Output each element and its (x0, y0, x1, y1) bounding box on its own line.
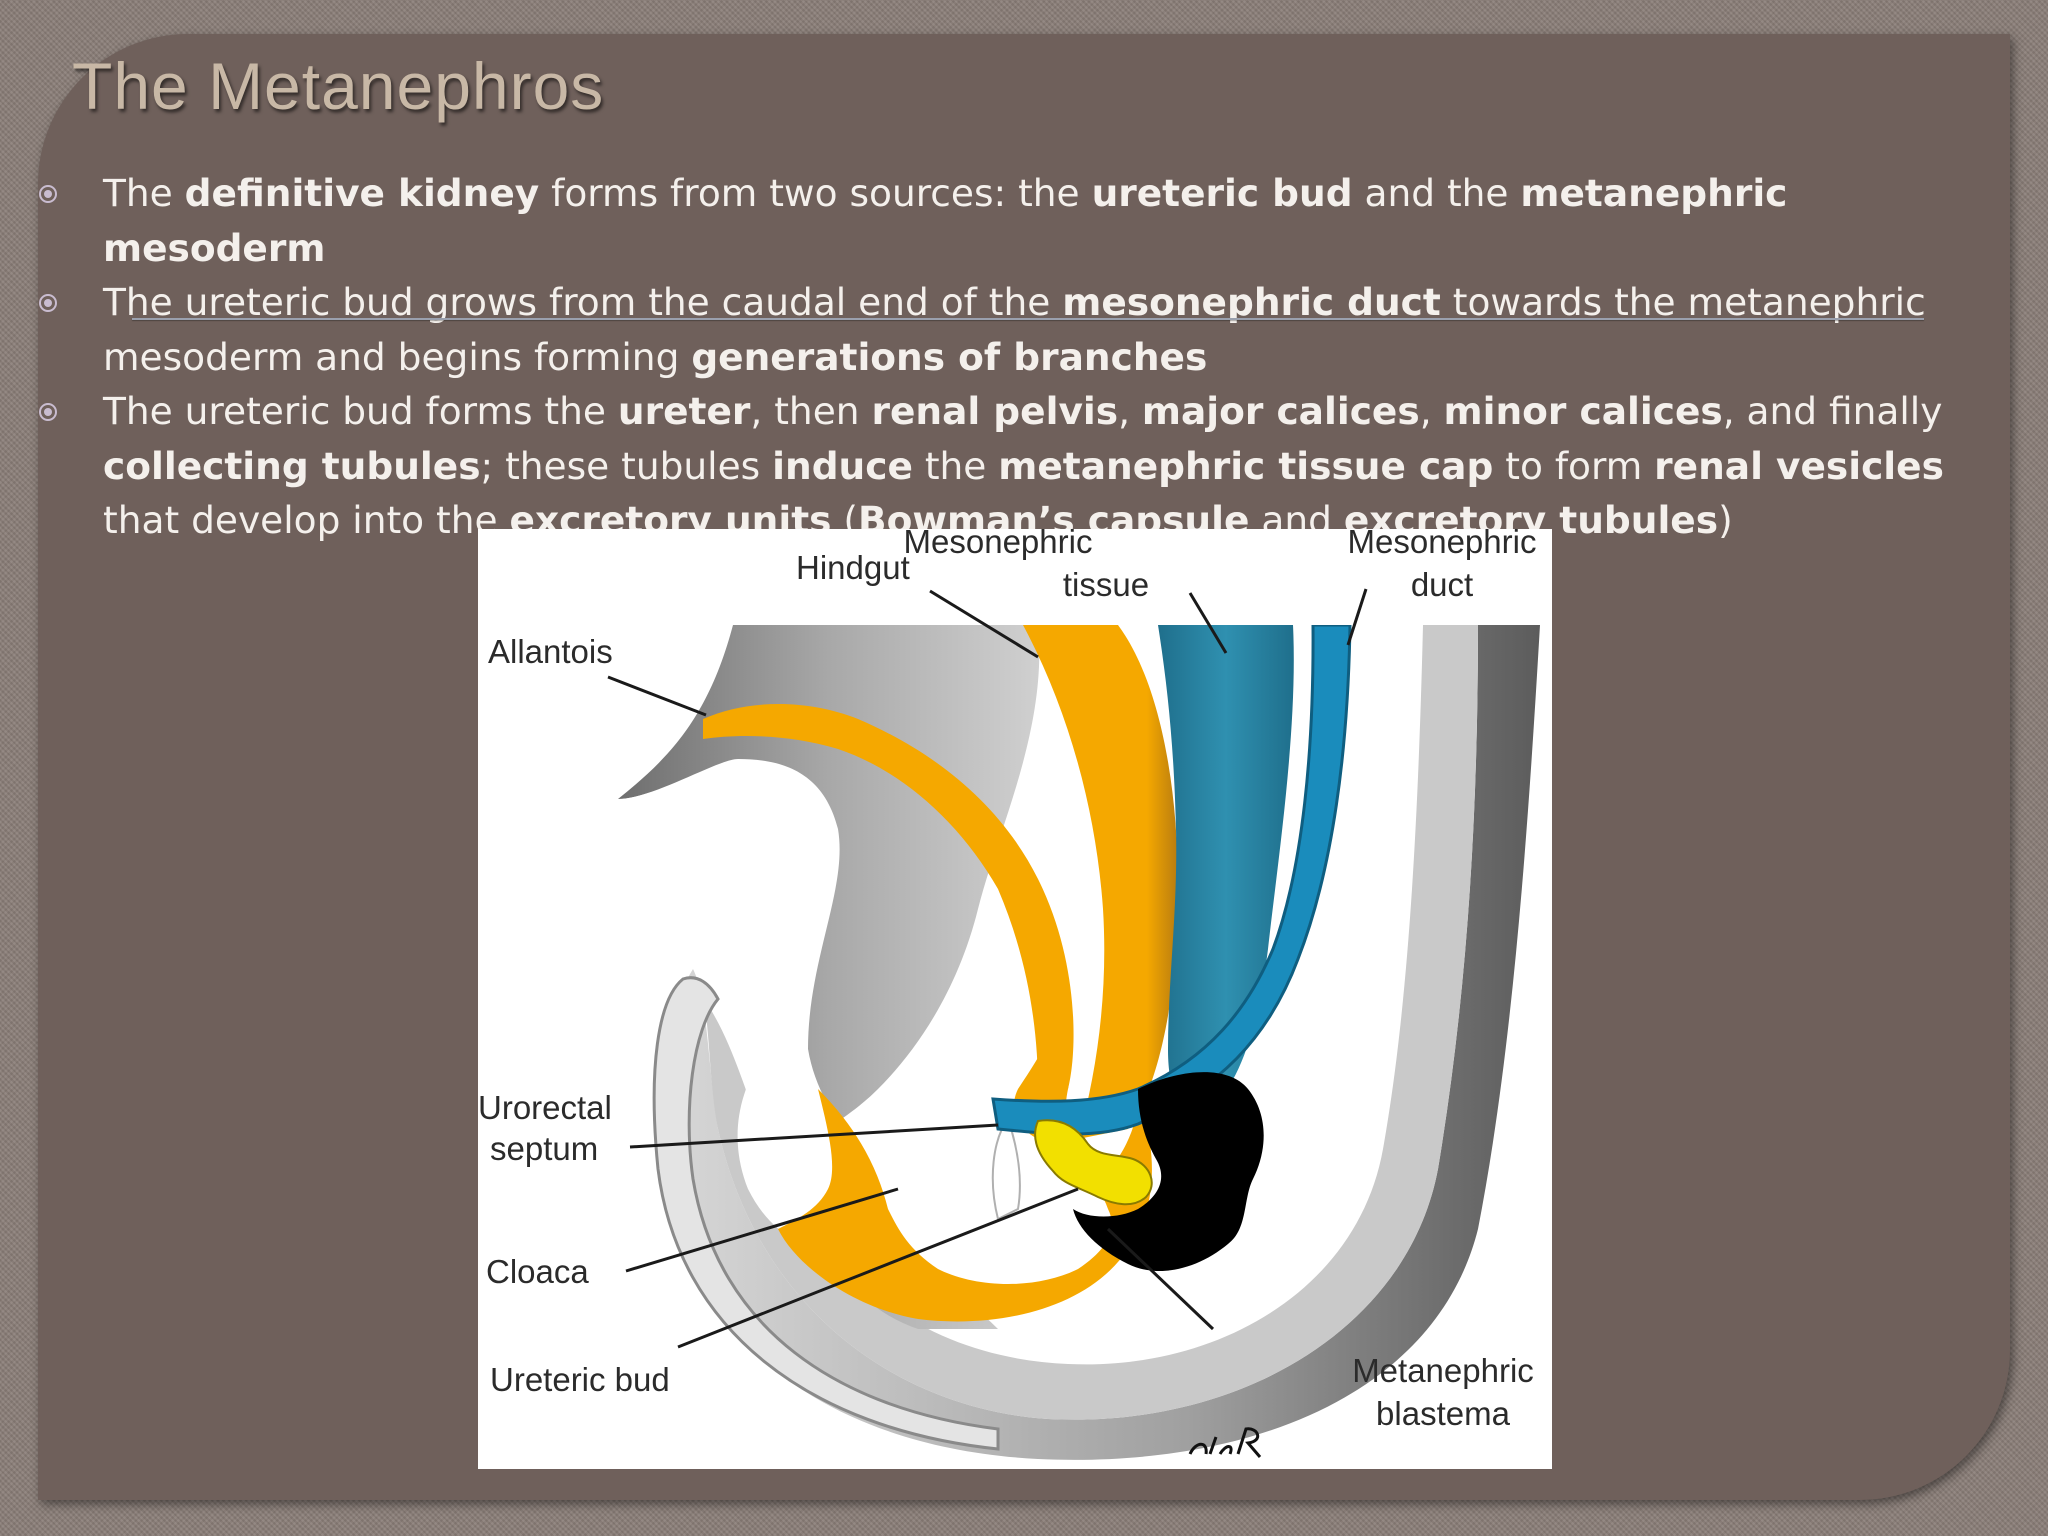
bullet-text: to form (1493, 443, 1655, 488)
bullet-bold-text: minor calices (1443, 389, 1723, 433)
bullet-bold-text: renal pelvis (871, 389, 1119, 433)
label-metanephric-blastema-line2: blastema (1376, 1395, 1511, 1432)
coelom-space (618, 767, 871, 1249)
label-urorectal-septum-line2: septum (490, 1130, 598, 1167)
underline-rule (132, 318, 1924, 320)
mesonephric-duct-shape (991, 623, 1352, 1136)
label-mesonephric-duct-line1: Mesonephric (1348, 529, 1537, 560)
bullet-text: towards the metanephric mesoderm and beg… (103, 280, 1926, 379)
label-metanephric-blastema-line1: Metanephric (1352, 1352, 1534, 1389)
bullet-circle-icon (39, 403, 57, 421)
label-mesonephric-tissue-line1: Mesonephric (904, 529, 1093, 560)
ureteric-bud-shape (1034, 1119, 1153, 1206)
bullet-bold-text: definitive kidney (184, 171, 540, 215)
bullet-text: , then (750, 389, 872, 433)
cloaca-shape (778, 889, 1152, 1322)
bullet-list: The definitive kidney forms from two sou… (0, 166, 2000, 548)
label-hindgut: Hindgut (796, 549, 910, 586)
bullet-text: The ureteric bud forms the (103, 389, 618, 433)
bullet-text: The ureteric bud grows from the caudal e… (103, 280, 1063, 324)
bullet-text: ) (1718, 498, 1733, 542)
bullet-circle-icon (39, 185, 57, 203)
bullet-circle-icon (39, 294, 57, 312)
bullet-bold-text: major calices (1141, 389, 1420, 433)
bullet-bold-text: induce (772, 443, 913, 488)
bullet-bold-text: generations of branches (691, 334, 1208, 379)
bullet-bold-text: ureter (617, 389, 751, 433)
leader-lines (607, 588, 1368, 1349)
diagram-svg: Hindgut Mesonephric tissue Mesonephric d… (478, 529, 1552, 1460)
label-allantois: Allantois (488, 633, 613, 670)
allantois-shape (703, 704, 1074, 1089)
slide-title: The Metanephros (72, 49, 605, 123)
bullet-bold-text: renal vesicles (1654, 443, 1944, 488)
label-cloaca: Cloaca (486, 1253, 589, 1290)
bullet-text: forms from two sources: the (539, 171, 1092, 215)
label-mesonephric-duct-line2: duct (1411, 566, 1473, 603)
urorectal-septum-shape (991, 1116, 1021, 1221)
label-mesonephric-tissue-line2: tissue (1063, 566, 1149, 603)
metanephric-blastema-shape (1073, 1072, 1264, 1272)
bullet-text: The (103, 171, 185, 215)
bullet-text: ; these tubules (480, 443, 773, 488)
bullet-bold-text: metanephric mesoderm (103, 171, 1788, 270)
bullet-text: , (1419, 389, 1444, 433)
label-urorectal-septum-line1: Urorectal (478, 1089, 612, 1126)
bullet-item: The ureteric bud grows from the caudal e… (0, 275, 2000, 384)
bullet-text: , (1118, 389, 1142, 433)
metanephros-diagram: Hindgut Mesonephric tissue Mesonephric d… (478, 529, 1552, 1469)
hindgut-shape (1023, 625, 1178, 1139)
bullet-bold-text: collecting tubules (103, 443, 481, 488)
ventral-wall (652, 976, 1000, 1451)
bullet-text: and the (1352, 171, 1521, 215)
bullet-bold-text: ureteric bud (1091, 171, 1353, 215)
label-ureteric-bud: Ureteric bud (490, 1361, 670, 1398)
artist-signature (1188, 1427, 1262, 1458)
bullet-text: , and finally (1722, 389, 1943, 433)
bullet-bold-text: metanephric tissue cap (998, 443, 1494, 488)
bullet-item: The definitive kidney forms from two sou… (0, 166, 2000, 275)
bullet-item: The ureteric bud forms the ureter, then … (0, 384, 2000, 548)
bullet-bold-text: mesonephric duct (1062, 280, 1441, 324)
bullet-text: that develop into the (103, 498, 510, 542)
bullet-text: the (912, 443, 999, 488)
